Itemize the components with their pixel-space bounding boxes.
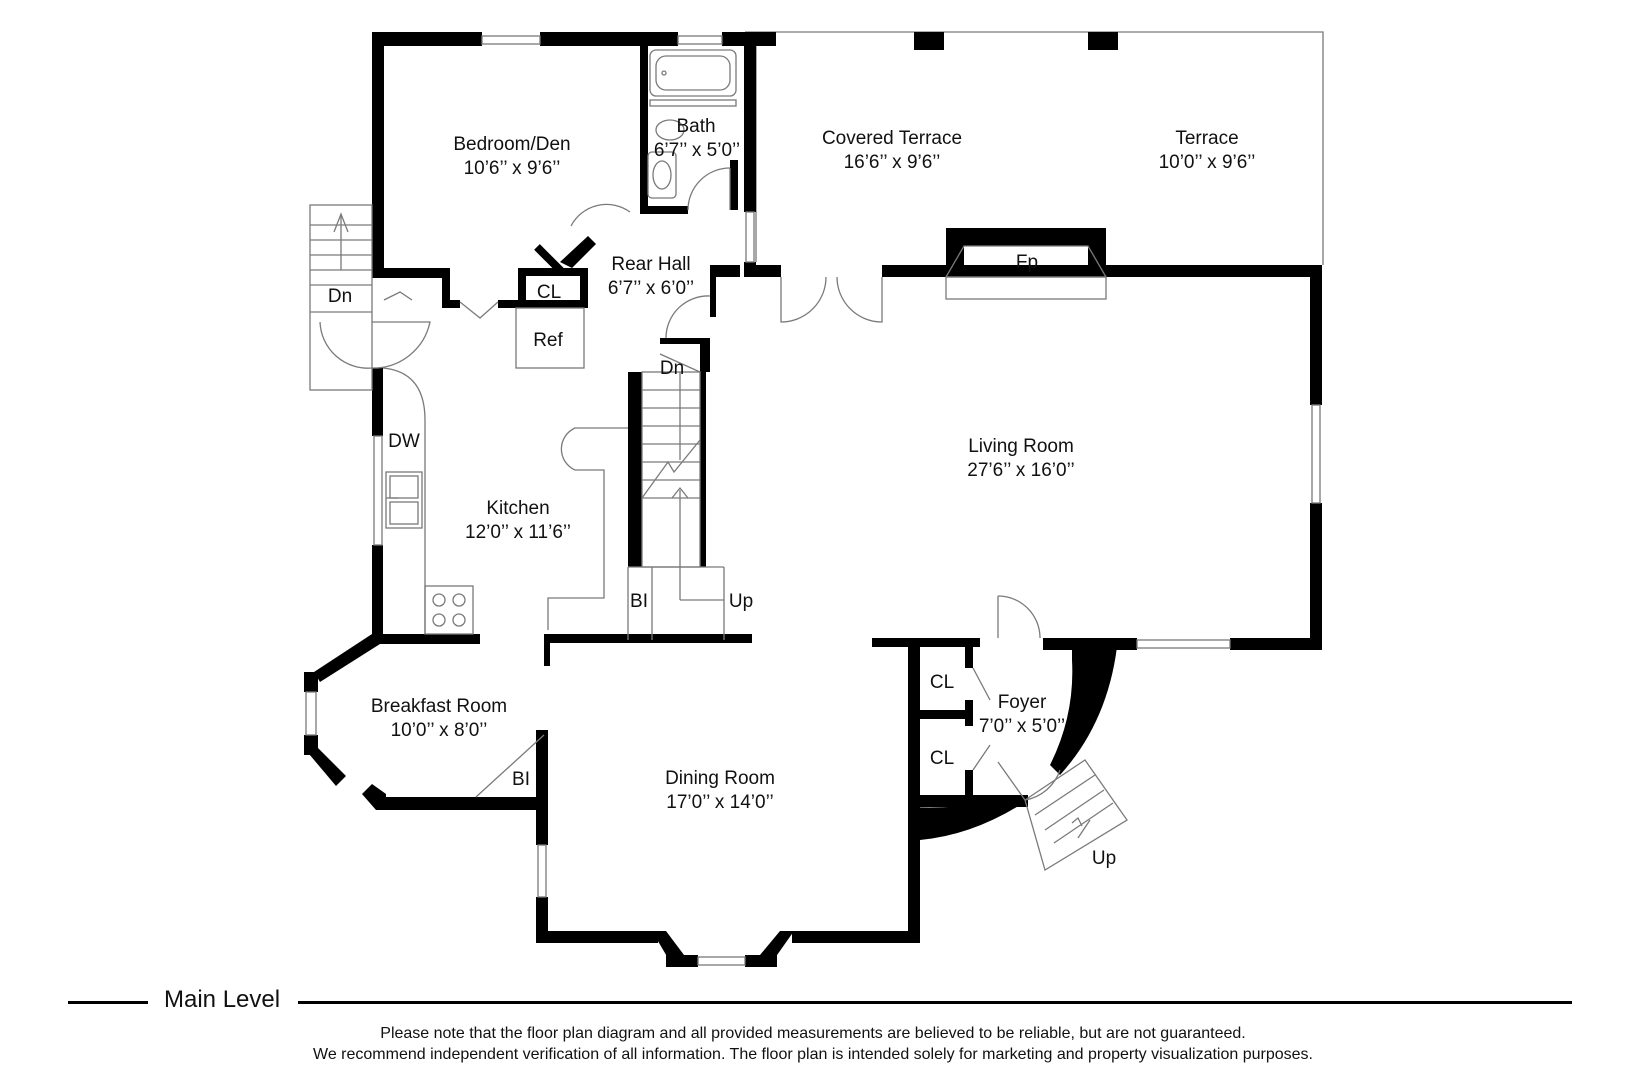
foyer-closet-1-label: CL bbox=[930, 672, 954, 693]
kitchen-dims: 12’0’’ x 11’6’’ bbox=[465, 522, 571, 543]
foyer-closet-2-label: CL bbox=[930, 748, 954, 769]
front-stairs-up-label: Up bbox=[1092, 848, 1116, 869]
bedroom-name: Bedroom/Den bbox=[453, 134, 570, 155]
fireplace bbox=[944, 245, 1108, 300]
footer-rule-right bbox=[298, 1001, 1572, 1004]
breakfast-room-name: Breakfast Room bbox=[371, 696, 507, 717]
bath-fixtures bbox=[647, 49, 737, 199]
terrace-dims: 10’0’’ x 9’6’’ bbox=[1159, 152, 1256, 173]
fireplace-label: Fp bbox=[1016, 252, 1038, 273]
rear-hall-dims: 6’7’’ x 6’0’’ bbox=[608, 278, 694, 299]
dining-room-dims: 17’0’’ x 14’0’’ bbox=[666, 792, 773, 813]
living-room-name: Living Room bbox=[968, 436, 1074, 457]
rear-stairs-down-label: Dn bbox=[328, 286, 352, 307]
dining-room-name: Dining Room bbox=[665, 768, 775, 789]
bedroom-dims: 10’6’’ x 9’6’’ bbox=[464, 158, 561, 179]
kitchen-name: Kitchen bbox=[486, 498, 549, 519]
kitchen-fixtures bbox=[382, 307, 628, 798]
level-title: Main Level bbox=[164, 986, 281, 1013]
stairs-up-label: Up bbox=[729, 591, 753, 612]
bath-dims: 6’7’’ x 5’0’’ bbox=[654, 140, 740, 161]
doors bbox=[319, 167, 1061, 801]
breakfast-room-dims: 10’0’’ x 8’0’’ bbox=[391, 720, 488, 741]
breakfast-built-in-label: BI bbox=[512, 769, 530, 790]
footer-rule-left bbox=[68, 1001, 148, 1004]
stair-built-in-label: BI bbox=[630, 591, 648, 612]
interior-stairs bbox=[627, 353, 725, 640]
covered-terrace-dims: 16’6’’ x 9’6’’ bbox=[844, 152, 941, 173]
foyer-name: Foyer bbox=[998, 692, 1047, 713]
rear-hall-closet-label: CL bbox=[537, 282, 561, 303]
refrigerator-label: Ref bbox=[533, 330, 563, 351]
terrace-name: Terrace bbox=[1175, 128, 1238, 149]
interior-walls bbox=[372, 32, 1118, 840]
windows bbox=[305, 35, 1321, 966]
exterior-stairs-rear bbox=[309, 204, 373, 391]
covered-terrace-name: Covered Terrace bbox=[822, 128, 962, 149]
disclaimer-line-2: We recommend independent verification of… bbox=[313, 1046, 1313, 1063]
living-room-dims: 27’6’’ x 16’0’’ bbox=[967, 460, 1074, 481]
rear-hall-name: Rear Hall bbox=[611, 254, 690, 275]
exterior-walls bbox=[304, 32, 1322, 967]
dishwasher-label: DW bbox=[388, 431, 420, 452]
bath-name: Bath bbox=[676, 116, 715, 137]
foyer-dims: 7’0’’ x 5’0’’ bbox=[979, 716, 1065, 737]
disclaimer-line-1: Please note that the floor plan diagram … bbox=[380, 1025, 1246, 1042]
exterior-stairs-front bbox=[1024, 759, 1128, 871]
basement-stairs-down-label: Dn bbox=[660, 358, 684, 379]
